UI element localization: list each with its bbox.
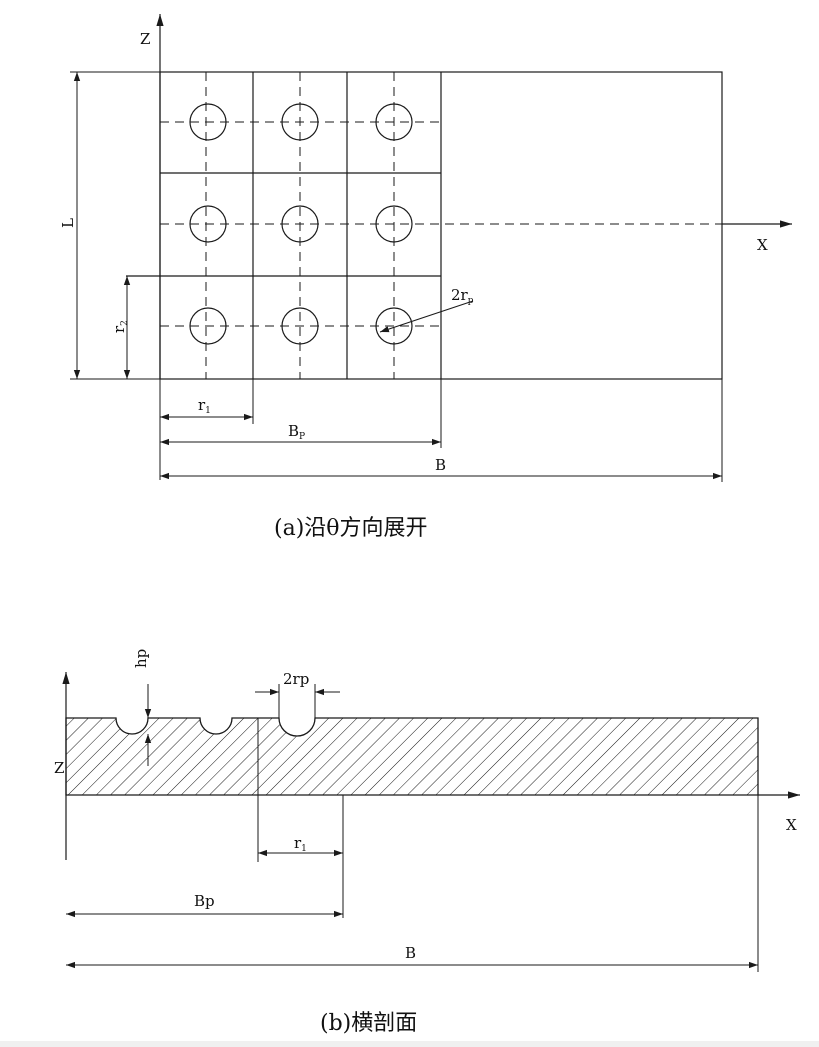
pit-circle [281,103,319,141]
z-axis-label-b: Z [54,759,64,777]
dim-label-Bp-a: BP [288,422,305,442]
hatched-section-body [65,717,759,796]
centerlines [160,72,760,379]
figure-b-cross-section: Z X hp 2rp r1 Bp B (b)横剖面 [54,649,800,1036]
dim-label-B-b: B [405,944,416,962]
pit-circle [189,103,227,141]
dim-label-r1-b: r1 [294,834,307,854]
dim-label-Bp-b: Bp [194,892,215,910]
bottom-margin-strip [0,1041,819,1047]
dim-label-r1-a: r1 [198,396,211,416]
pit-circle [375,205,413,243]
dim-label-L: L [59,218,77,228]
dim-label-r2: r2 [110,320,130,333]
dim-label-2rp-b: 2rp [283,670,309,688]
pit-circles [189,103,413,345]
pit-circle [281,205,319,243]
z-axis-label-a: Z [140,30,150,48]
x-axis-label-a: X [757,236,768,254]
pit-circle [375,103,413,141]
pit-circle [281,307,319,345]
pit-circle [189,307,227,345]
cell-grid [126,72,442,379]
figure-a-unrolled-view: Z X [59,14,792,541]
dim-label-hp: hp [132,649,150,668]
pit-circle [189,205,227,243]
dim-label-2rp-a: 2rp [451,286,474,306]
dim-label-B-a: B [435,456,446,474]
caption-a: (a)沿θ方向展开 [274,516,428,541]
leader-2rp-a [379,300,474,333]
pit-circle [375,307,413,345]
x-axis-label-b: X [786,816,797,834]
caption-b: (b)横剖面 [320,1011,417,1036]
